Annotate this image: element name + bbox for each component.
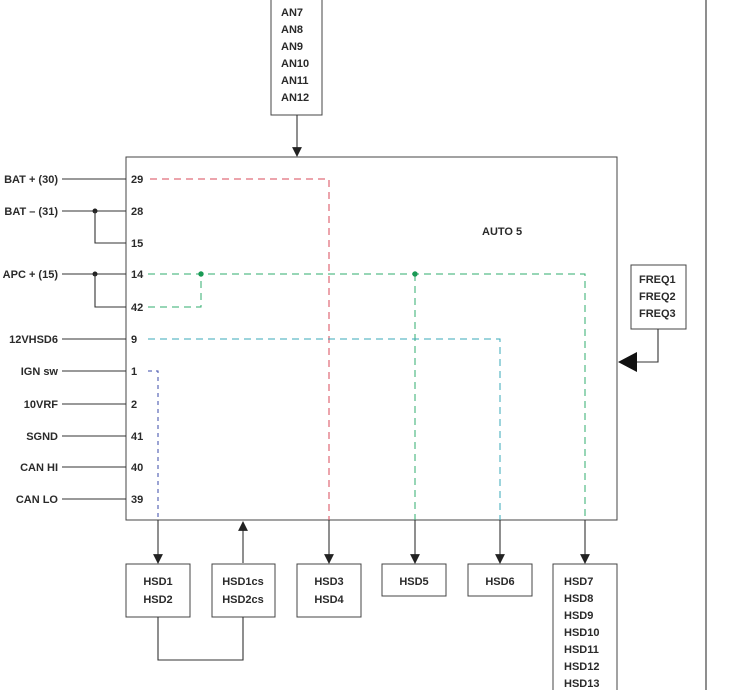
input-label: AN8 bbox=[281, 24, 303, 36]
connection-label: IGN sw bbox=[21, 366, 59, 378]
svg-text:HSD3: HSD3 bbox=[314, 576, 343, 588]
loop-wire bbox=[157, 617, 244, 661]
pin-number: 14 bbox=[131, 269, 144, 281]
svg-text:HSD9: HSD9 bbox=[564, 610, 593, 622]
connection-label: 12VHSD6 bbox=[9, 334, 58, 346]
svg-text:HSD8: HSD8 bbox=[564, 593, 593, 605]
svg-text:HSD13: HSD13 bbox=[564, 678, 599, 690]
pin-number: 15 bbox=[131, 238, 143, 250]
module-title: AUTO 5 bbox=[482, 226, 522, 238]
wire-blue bbox=[148, 370, 159, 520]
input-label: AN11 bbox=[281, 75, 309, 87]
svg-text:HSD2: HSD2 bbox=[143, 594, 172, 606]
freq-inputs-box: FREQ1 FREQ2 FREQ3 bbox=[630, 264, 687, 330]
connection-label: BAT + (30) bbox=[4, 174, 58, 186]
svg-text:HSD1: HSD1 bbox=[143, 576, 172, 588]
module-box bbox=[125, 156, 618, 521]
output-box-hsd1-2: HSD1 HSD2 bbox=[125, 563, 191, 618]
input-label: AN10 bbox=[281, 58, 309, 70]
svg-text:HSD12: HSD12 bbox=[564, 661, 599, 673]
junction-dot bbox=[198, 271, 204, 277]
pin-number: 40 bbox=[131, 462, 143, 474]
pin-number: 41 bbox=[131, 431, 143, 443]
output-box-hsd1cs-2cs: HSD1cs HSD2cs bbox=[211, 563, 276, 618]
wire-cyan bbox=[148, 338, 501, 520]
junction-dot bbox=[412, 271, 418, 277]
svg-text:HSD10: HSD10 bbox=[564, 627, 599, 639]
pin-number: 39 bbox=[131, 494, 143, 506]
svg-text:HSD5: HSD5 bbox=[399, 576, 428, 588]
connection-label: BAT – (31) bbox=[4, 206, 58, 218]
connection-label: CAN HI bbox=[20, 462, 58, 474]
pin-number: 9 bbox=[131, 334, 137, 346]
arrow-left-icon bbox=[618, 352, 637, 372]
pin-number: 42 bbox=[131, 302, 143, 314]
left-connections: BAT + (30) 29 BAT – (31) 28 15 APC + (15… bbox=[3, 174, 144, 506]
pin-number: 29 bbox=[131, 174, 143, 186]
connection-label: CAN LO bbox=[16, 494, 59, 506]
svg-text:HSD11: HSD11 bbox=[564, 644, 599, 656]
wire-green bbox=[148, 273, 586, 520]
input-label: AN12 bbox=[281, 92, 309, 104]
analog-inputs-box: AN7 AN8 AN9 AN10 AN11 AN12 bbox=[270, 0, 323, 116]
connection-label: 10VRF bbox=[24, 399, 59, 411]
pin-number: 28 bbox=[131, 206, 143, 218]
output-box-hsd5: HSD5 bbox=[381, 563, 447, 597]
output-box-hsd6: HSD6 bbox=[467, 563, 533, 597]
connection-label: SGND bbox=[26, 431, 58, 443]
freq-label: FREQ2 bbox=[639, 291, 676, 303]
output-box-hsd3-4: HSD3 HSD4 bbox=[296, 563, 362, 618]
wire-green-branch bbox=[148, 274, 202, 308]
input-label: AN9 bbox=[281, 41, 303, 53]
svg-text:HSD2cs: HSD2cs bbox=[222, 594, 264, 606]
svg-text:HSD4: HSD4 bbox=[314, 594, 344, 606]
svg-text:HSD1cs: HSD1cs bbox=[222, 576, 264, 588]
freq-label: FREQ3 bbox=[639, 308, 676, 320]
pin-number: 2 bbox=[131, 399, 137, 411]
output-box-hsd7-13: HSD7 HSD8 HSD9 HSD10 HSD11 HSD12 HSD13 bbox=[552, 563, 618, 690]
input-label: AN7 bbox=[281, 7, 303, 19]
freq-label: FREQ1 bbox=[639, 274, 676, 286]
svg-text:HSD7: HSD7 bbox=[564, 576, 593, 588]
svg-text:HSD6: HSD6 bbox=[485, 576, 514, 588]
connection-label: APC + (15) bbox=[3, 269, 59, 281]
pin-number: 1 bbox=[131, 366, 137, 378]
